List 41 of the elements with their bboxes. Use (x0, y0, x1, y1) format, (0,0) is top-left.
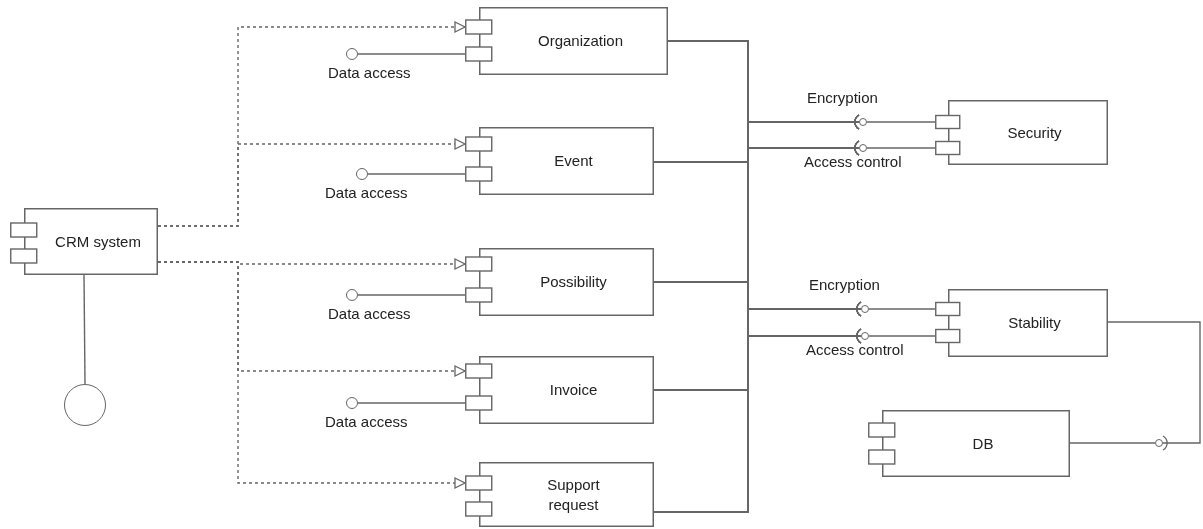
interface-label: Data access (328, 64, 411, 81)
component-box (868, 410, 1070, 477)
component-box (465, 356, 654, 424)
connector-line (357, 294, 466, 296)
connector-line (367, 173, 466, 175)
connector-line (357, 53, 466, 55)
component-box (935, 289, 1108, 357)
component-name: Possibility (540, 272, 607, 292)
socket-connector (1107, 321, 1201, 451)
interface-label: Encryption (809, 276, 880, 293)
interface-label: Access control (806, 341, 904, 358)
component-box (465, 7, 668, 75)
component-name: Stability (1008, 313, 1061, 333)
interface-circle (1155, 439, 1163, 447)
component-name: Security (1007, 122, 1062, 143)
interface-label: Data access (325, 413, 408, 430)
component-name: CRM system (55, 231, 141, 252)
component-name: Support request (546, 475, 601, 514)
interface-label: Access control (804, 153, 902, 170)
component-name: Event (554, 151, 593, 171)
interface-circle (64, 384, 106, 426)
component-box (465, 248, 654, 316)
component-box (465, 127, 654, 195)
component-box (935, 100, 1108, 165)
dependency-arrow (157, 261, 466, 489)
component-box (465, 462, 654, 527)
interface-label: Encryption (807, 89, 878, 106)
dependency-arrow (157, 138, 466, 227)
component-box (10, 208, 158, 275)
connector-line (83, 274, 86, 385)
component-name: Organization (537, 31, 624, 51)
interface-label: Data access (325, 184, 408, 201)
connector-line (868, 308, 936, 310)
connector-line (866, 147, 936, 149)
connector-line (866, 121, 936, 123)
component-name: Invoice (549, 380, 598, 400)
connector-line (1069, 442, 1156, 444)
connector-line (357, 402, 466, 404)
component-name: DB (972, 433, 994, 454)
connector-line (868, 335, 936, 337)
interface-label: Data access (328, 305, 411, 322)
